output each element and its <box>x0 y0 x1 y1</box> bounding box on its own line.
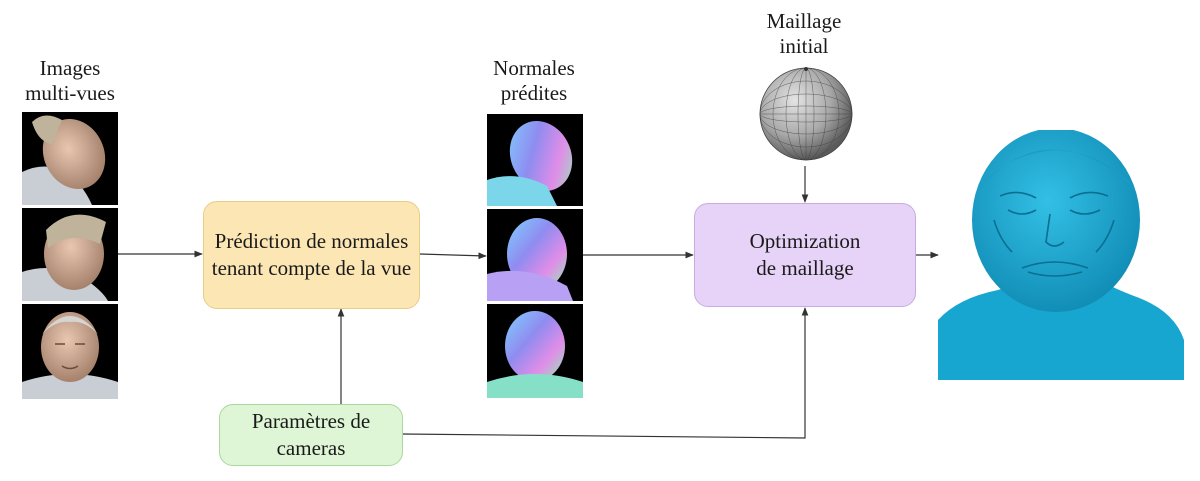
reconstructed-mesh <box>938 130 1184 380</box>
multiview-images-label: Images multi-vues <box>25 56 115 105</box>
initial-mesh-sphere <box>759 67 853 161</box>
camera-parameters-box: Paramètres de cameras <box>219 404 403 466</box>
normal-prediction-box: Prédiction de normales tenant compte de … <box>203 201 420 309</box>
arrow-cameras-to-optimization <box>401 307 809 439</box>
normal-map-1 <box>487 114 583 206</box>
face-photo-1 <box>22 112 118 205</box>
arrow-prediction-to-normals <box>419 252 487 260</box>
face-photo-2 <box>22 208 118 301</box>
multiview-images <box>22 112 118 399</box>
initial-mesh-label: Maillage initial <box>766 9 842 58</box>
face-photo-3 <box>22 304 118 399</box>
mesh-optimization-box: Optimization de maillage <box>694 203 916 307</box>
normal-map-2 <box>487 209 583 301</box>
normal-map-3 <box>487 304 583 398</box>
predicted-normals-label: Normales prédites <box>493 56 575 105</box>
predicted-normal-maps <box>487 114 583 398</box>
